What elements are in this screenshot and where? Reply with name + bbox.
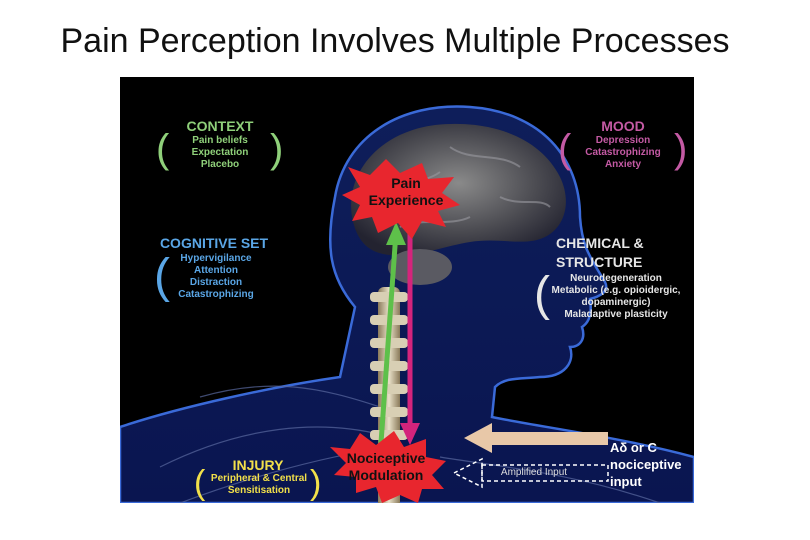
chemical-item: Neurodegeneration: [570, 273, 662, 284]
nociceptive-modulation-line2: Modulation: [348, 467, 424, 483]
chemical-heading-line1: CHEMICAL &: [556, 235, 644, 251]
cognitive-set-list: Hypervigilance Attention Distraction Cat…: [164, 253, 268, 301]
context-item: Expectation: [191, 147, 249, 158]
pain-experience-line1: Pain: [391, 175, 421, 191]
context-list: Pain beliefs Expectation Placebo: [180, 135, 260, 171]
input-line2: nociceptive: [610, 457, 682, 472]
mood-right-bracket: ): [674, 127, 688, 171]
cognitive-set-heading: COGNITIVE SET: [159, 235, 269, 251]
slide-title: Pain Perception Involves Multiple Proces…: [60, 22, 730, 60]
chemical-item: Metabolic (e.g. opioidergic,: [551, 285, 681, 296]
chemical-left-bracket: (: [534, 268, 550, 321]
nociceptive-input-arrowhead: [464, 423, 492, 453]
cognitive-set-item: Hypervigilance: [180, 253, 252, 264]
cerebellum: [388, 249, 452, 285]
nociceptive-input-label: Aδ or C nociceptive input: [610, 439, 694, 490]
anatomy-illustration: [120, 105, 694, 503]
mood-item: Catastrophizing: [585, 147, 661, 158]
cognitive-set-left-bracket: (: [154, 250, 170, 303]
injury-item: Peripheral & Central: [210, 473, 308, 484]
input-line1: Aδ or C: [610, 440, 657, 455]
nociceptive-modulation-burst: [330, 431, 446, 503]
context-item: Placebo: [200, 159, 240, 170]
mood-heading: MOOD: [601, 118, 645, 134]
amplified-input-arrowhead: [452, 457, 483, 489]
chemical-heading-line2: STRUCTURE: [556, 254, 643, 270]
nociceptive-modulation-line1: Nociceptive: [346, 450, 426, 466]
context-item: Pain beliefs: [192, 135, 248, 146]
ascending-arrowhead: [386, 222, 406, 245]
cognitive-set-item: Catastrophizing: [178, 289, 254, 300]
context-heading: CONTEXT: [186, 118, 254, 134]
pain-experience-label: Pain Experience: [356, 175, 456, 209]
cognitive-set-item: Distraction: [189, 277, 243, 288]
descending-arrowhead: [400, 423, 420, 445]
context-left-bracket: (: [156, 127, 170, 171]
mood-list: Depression Catastrophizing Anxiety: [566, 135, 680, 171]
injury-right-bracket: ): [310, 464, 322, 502]
chemical-list: Neurodegeneration Metabolic (e.g. opioid…: [540, 273, 692, 321]
injury-item: Sensitisation: [227, 485, 291, 496]
pain-experience-line2: Experience: [368, 192, 444, 208]
injury-heading: INJURY: [232, 457, 284, 473]
input-line3: input: [610, 474, 642, 489]
chemical-item: dopaminergic): [581, 297, 651, 308]
pain-perception-figure: CONTEXT Pain beliefs Expectation Placebo…: [120, 77, 694, 503]
ascending-arrow: [377, 231, 399, 458]
injury-list: Peripheral & Central Sensitisation: [204, 473, 314, 497]
nociceptive-modulation-label: Nociceptive Modulation: [334, 450, 438, 484]
injury-left-bracket: (: [194, 464, 206, 502]
mood-item: Anxiety: [604, 159, 642, 170]
cognitive-set-item: Attention: [194, 265, 238, 276]
amplified-input-label: Amplified Input: [500, 467, 568, 478]
context-right-bracket: ): [270, 127, 284, 171]
mood-item: Depression: [595, 135, 651, 146]
mood-left-bracket: (: [558, 127, 572, 171]
chemical-item: Maladaptive plasticity: [564, 309, 668, 320]
pain-experience-burst: [342, 159, 460, 239]
nociceptive-input-arrow: [490, 432, 608, 445]
